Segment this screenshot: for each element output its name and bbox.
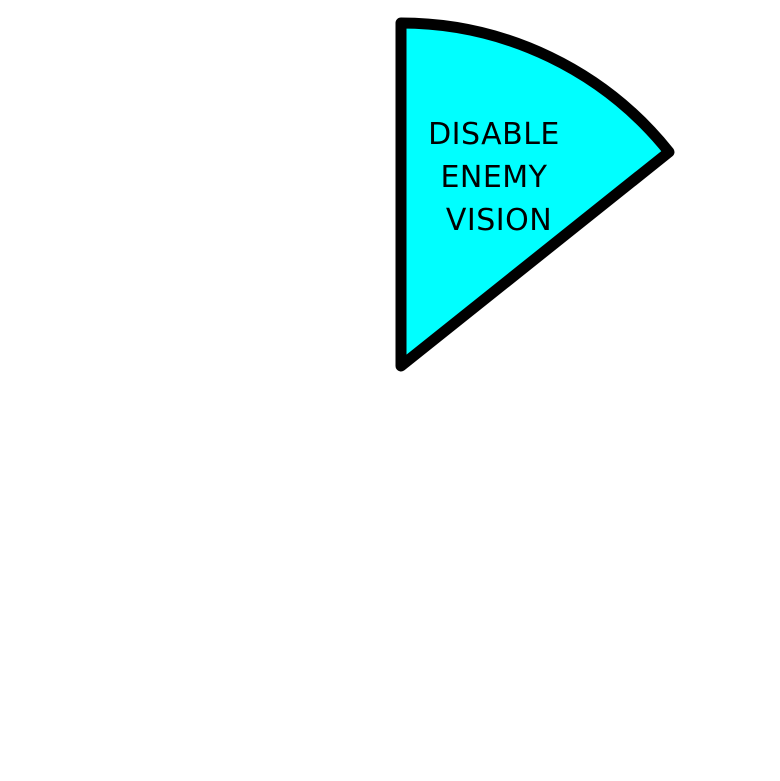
- wheel-segment-wedge[interactable]: [395, 17, 675, 372]
- wheel-segment-label-line-2: ENEMY: [440, 160, 547, 195]
- wheel-segment-disable-enemy-vision[interactable]: DISABLE ENEMY VISION: [395, 17, 675, 372]
- wheel-segment-label-line-1: DISABLE: [428, 117, 560, 152]
- wheel-segment-label-line-3: VISION: [446, 203, 552, 238]
- wheel-segment-label: DISABLE ENEMY VISION: [428, 117, 570, 238]
